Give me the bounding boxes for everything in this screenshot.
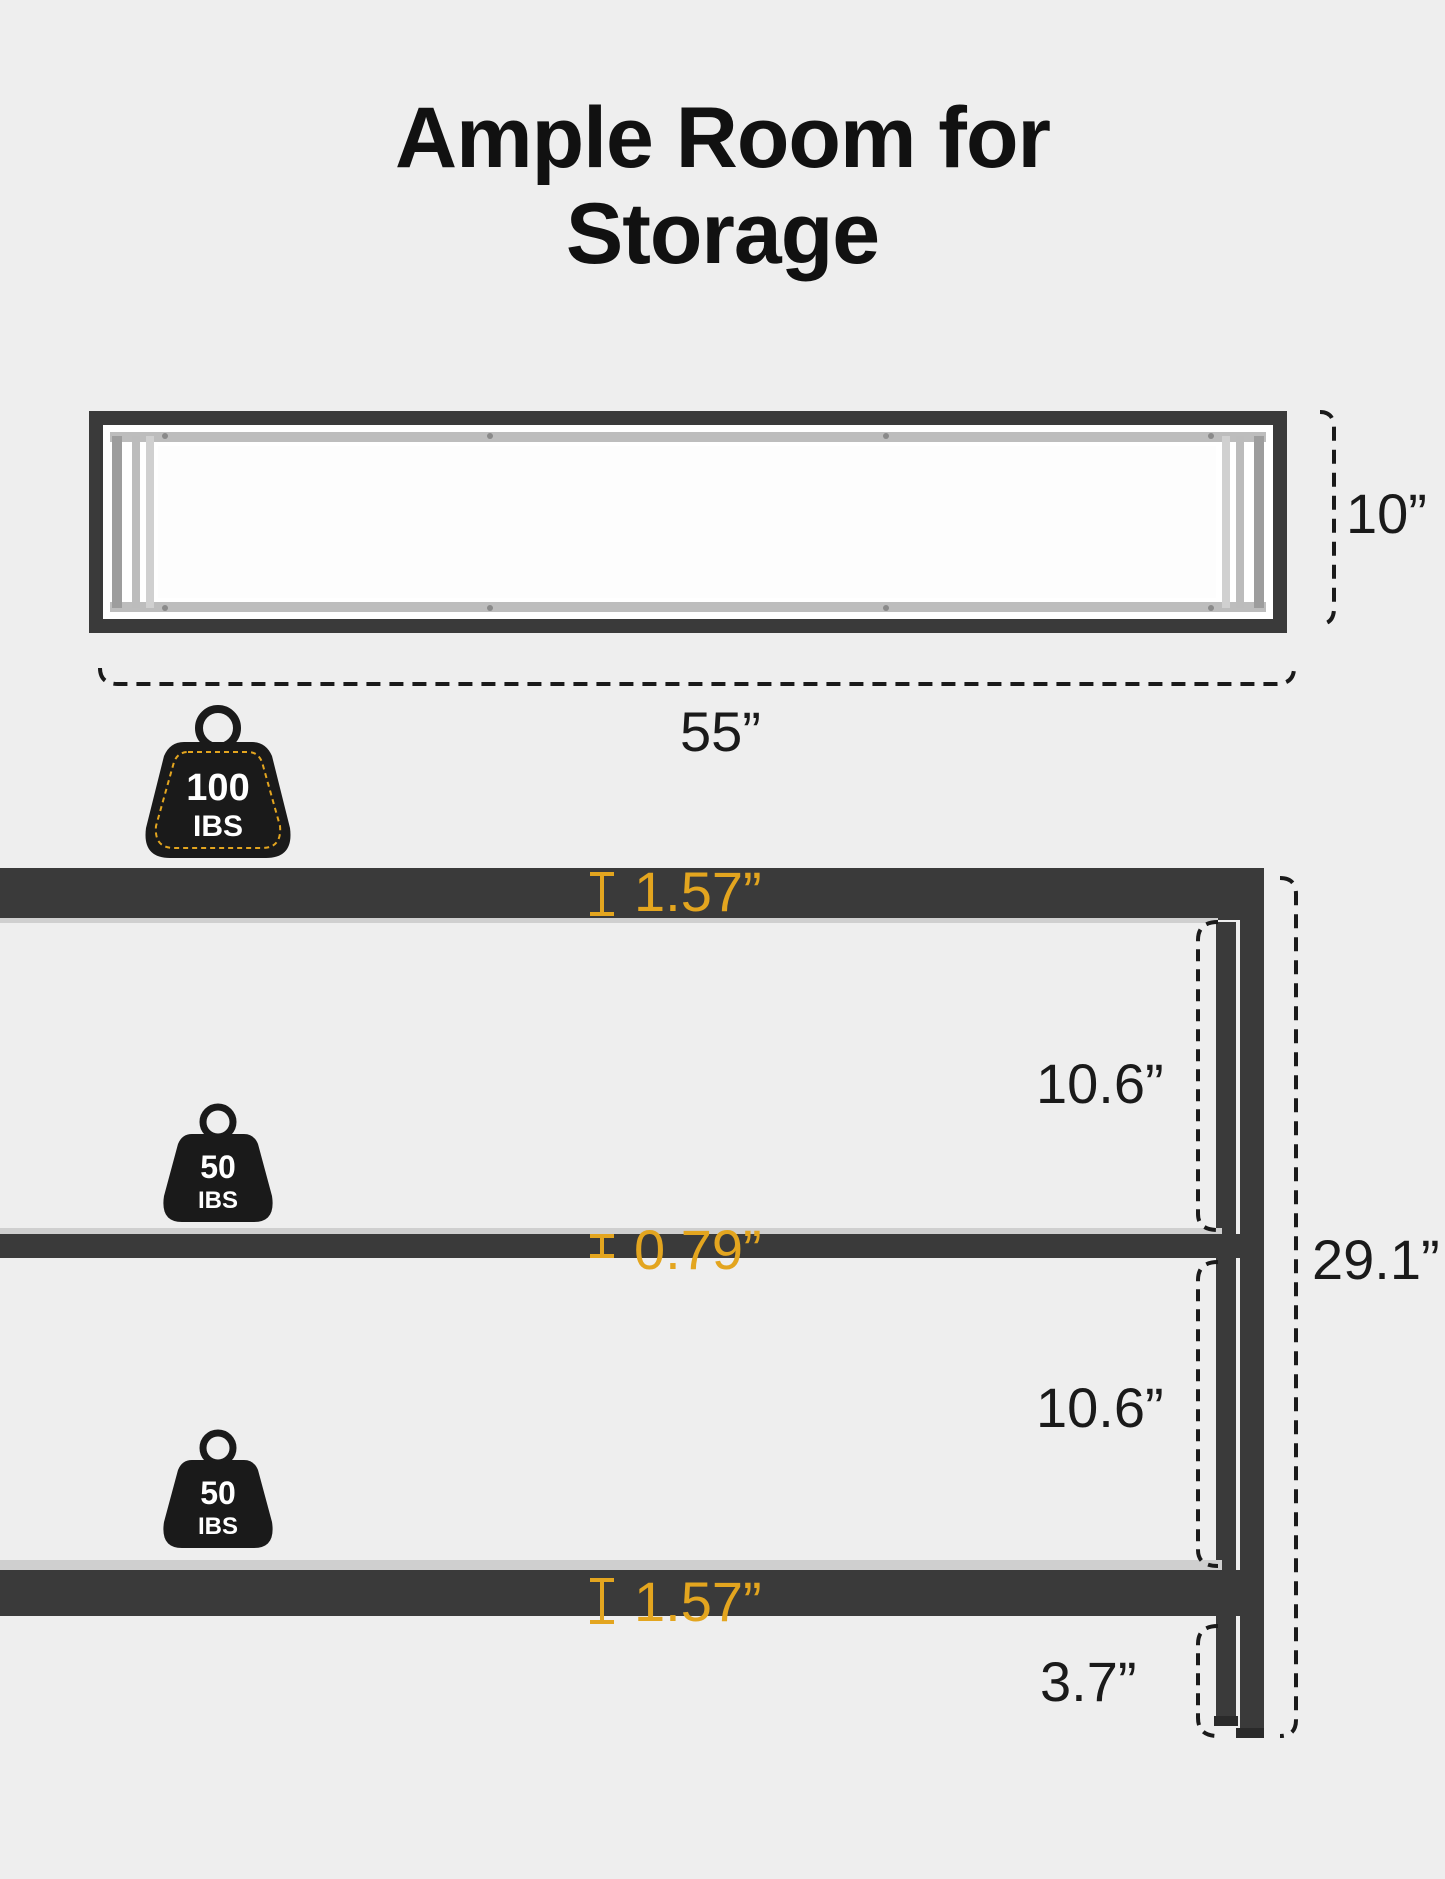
total-height-label: 29.1”: [1312, 1228, 1440, 1291]
width-label: 55”: [680, 700, 761, 763]
thickness-marker-top: [590, 872, 614, 916]
upper-gap-label: 10.6”: [1036, 1052, 1164, 1115]
shelf-top: [0, 868, 1262, 923]
weight-icon: 50 IBS: [163, 1429, 273, 1548]
width-dimension-line: [98, 667, 1296, 686]
weight-icon: 100 IBS: [145, 705, 291, 858]
floor-gap-dimension-line: [1196, 1624, 1219, 1738]
total-height-dimension-line: [1279, 876, 1298, 1738]
title-line-1: Ample Room for: [395, 90, 1051, 186]
bottom-thickness-label: 1.57”: [634, 1570, 762, 1633]
page-title: Ample Room for Storage: [0, 90, 1445, 282]
right-leg-back: [1216, 922, 1236, 1722]
weight-icon: 50 IBS: [163, 1103, 273, 1222]
weight-value-top: 100: [186, 767, 249, 809]
weight-unit-bottom: IBS: [198, 1513, 238, 1540]
thickness-marker-middle: [590, 1234, 614, 1258]
lower-gap-label: 10.6”: [1036, 1376, 1164, 1439]
upper-gap-dimension-line: [1196, 920, 1219, 1232]
floor-gap-label: 3.7”: [1040, 1650, 1137, 1713]
depth-label: 10”: [1346, 482, 1427, 545]
depth-dimension-line: [1319, 410, 1336, 626]
weight-unit-middle: IBS: [198, 1187, 238, 1214]
middle-thickness-label: 0.79”: [634, 1218, 762, 1281]
lower-gap-dimension-line: [1196, 1260, 1219, 1568]
thickness-marker-bottom: [590, 1578, 614, 1624]
weight-value-middle: 50: [200, 1149, 236, 1185]
weight-value-bottom: 50: [200, 1475, 236, 1511]
right-leg-front: [1214, 868, 1264, 1738]
title-line-2: Storage: [565, 186, 880, 282]
shelf-bottom: [0, 1560, 1240, 1616]
weight-unit-top: IBS: [193, 810, 243, 843]
top-thickness-label: 1.57”: [634, 860, 762, 923]
top-view-frame: [89, 411, 1287, 633]
shelf-middle: [0, 1228, 1240, 1258]
